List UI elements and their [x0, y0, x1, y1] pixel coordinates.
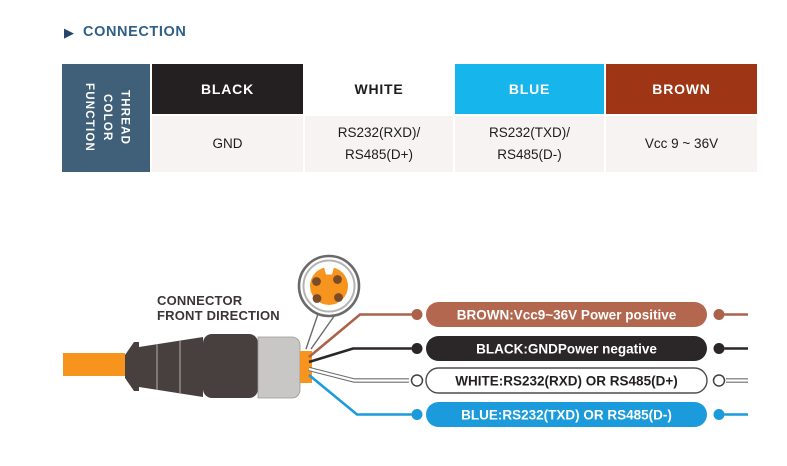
wire-blue: BLUE:RS232(TXD) OR RS485(D-)	[308, 373, 748, 427]
keyway-notch	[323, 265, 335, 275]
wire-black: BLACK:GNDPower negative	[308, 336, 748, 364]
metal-ring	[257, 336, 301, 399]
connector-body	[203, 334, 258, 398]
function-cell-white: RS232(RXD)/ RS485(D+)	[305, 116, 453, 172]
section-title: ▶ CONNECTION	[64, 24, 186, 40]
wire-label-pill	[425, 367, 708, 394]
column-header-white: WHITE	[305, 64, 453, 114]
wire-node	[713, 309, 725, 320]
pin	[333, 275, 342, 284]
wire-node	[713, 409, 725, 420]
wire-node	[410, 374, 424, 387]
callout-tail-line	[310, 311, 338, 350]
strain-relief-boot	[139, 337, 203, 397]
wire-brown: BROWN:Vcc9~36V Power positive	[308, 302, 748, 358]
wire-node	[713, 343, 725, 354]
cable	[63, 353, 125, 376]
wire-line	[308, 313, 412, 358]
wire-node	[411, 409, 423, 420]
wire-node	[712, 374, 726, 387]
column-header-brown: BROWN	[606, 64, 757, 114]
connector-label-line1: CONNECTOR	[157, 293, 243, 308]
column-header-black: BLACK	[152, 64, 303, 114]
connector-label-line2: FRONT DIRECTION	[157, 308, 280, 323]
column-header-blue: BLUE	[455, 64, 604, 114]
wire-line	[308, 347, 412, 364]
wire-label-pill	[426, 402, 707, 427]
wire-white: WHITE:RS232(RXD) OR RS485(D+)	[308, 366, 748, 394]
function-cell-black: GND	[152, 116, 303, 172]
corner-header-label: THREAD COLOR FUNCTION	[83, 83, 131, 153]
function-cell-blue: RS232(TXD)/ RS485(D-)	[455, 116, 604, 172]
wire-node	[411, 343, 423, 354]
section-title-label: CONNECTION	[83, 24, 187, 40]
pin	[334, 293, 343, 302]
wire-label: BLUE:RS232(TXD) OR RS485(D-)	[461, 408, 672, 423]
wire-label: WHITE:RS232(RXD) OR RS485(D+)	[455, 374, 677, 389]
wire-line	[308, 373, 412, 416]
connector-front-direction-label: CONNECTOR FRONT DIRECTION	[157, 293, 280, 323]
play-triangle-icon: ▶	[64, 24, 74, 40]
wire-label: BROWN:Vcc9~36V Power positive	[457, 308, 677, 323]
strain-relief-flange	[125, 342, 139, 391]
wiring-table: THREAD COLOR FUNCTION BLACK WHITE BLUE B…	[62, 64, 757, 172]
callout-tail-line	[305, 313, 319, 350]
wire-label: BLACK:GNDPower negative	[476, 342, 657, 357]
wire-line	[308, 366, 409, 383]
function-cell-brown: Vcc 9 ~ 36V	[606, 116, 757, 172]
wire-line-core	[308, 367, 409, 382]
wire-node	[411, 309, 423, 320]
wire-label-pill	[426, 302, 707, 327]
table-corner-header: THREAD COLOR FUNCTION	[62, 64, 150, 172]
wire-label-pill	[426, 336, 707, 361]
pin	[312, 277, 321, 286]
pin	[312, 294, 322, 303]
